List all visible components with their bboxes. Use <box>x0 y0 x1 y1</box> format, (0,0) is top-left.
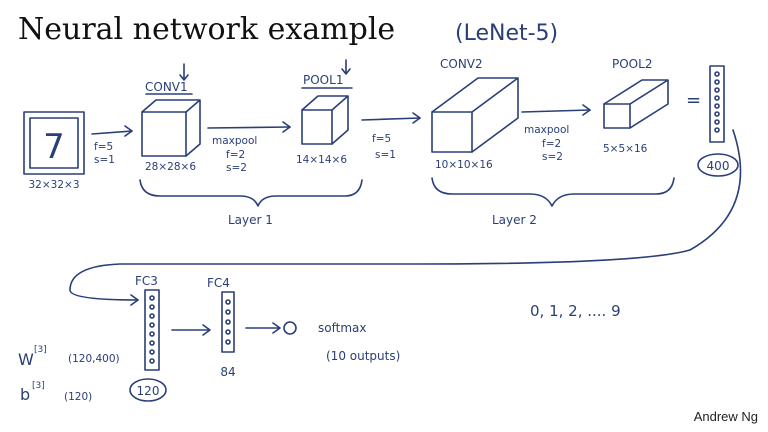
subtitle: (LeNet-5) <box>455 21 558 46</box>
flatten-equals: = <box>686 90 701 111</box>
layer2-label: Layer 2 <box>492 213 537 227</box>
bias-superscript: [3] <box>32 381 45 391</box>
input-dims: 32×32×3 <box>29 179 80 191</box>
softmax-outputs: (10 outputs) <box>326 349 400 363</box>
arrow-conv1-pool1: maxpool f=2 s=2 <box>207 121 291 174</box>
pool2-label: POOL2 <box>612 57 652 71</box>
pool2-stride: s=2 <box>542 151 563 163</box>
bias-shape: (120) <box>64 391 92 403</box>
layer2-brace: Layer 2 <box>431 177 675 227</box>
weight-symbol: W <box>18 350 34 369</box>
pool2-filter: f=2 <box>542 138 561 150</box>
fc3-params: W [3] (120,400) b [3] (120) <box>18 345 120 404</box>
fc3-size: 120 <box>137 384 160 398</box>
output-node <box>283 321 297 335</box>
layer1-label: Layer 1 <box>228 213 273 227</box>
input-image: 7 32×32×3 <box>23 111 85 191</box>
conv2-label: CONV2 <box>440 57 483 71</box>
flatten-vector: = 400 <box>686 65 739 177</box>
pool1-volume: POOL1 14×14×6 <box>296 59 353 166</box>
pool2-volume: POOL2 5×5×16 <box>603 57 669 155</box>
fc3-label: FC3 <box>135 274 158 288</box>
weight-shape: (120,400) <box>68 353 120 365</box>
pool1-stride: s=2 <box>226 162 247 174</box>
fc4-vector: FC4 84 <box>207 276 236 379</box>
pool1-filter: f=2 <box>226 149 245 161</box>
author-credit: Andrew Ng <box>693 409 758 424</box>
pool2-op: maxpool <box>524 124 569 136</box>
arrow-pool1-conv2: f=5 s=1 <box>361 112 421 161</box>
output-range: 0, 1, 2, .... 9 <box>530 302 621 320</box>
flatten-size: 400 <box>707 159 730 173</box>
arrow-input-conv1: f=5 s=1 <box>91 125 133 166</box>
fc4-label: FC4 <box>207 276 230 290</box>
fc4-size: 84 <box>220 365 235 379</box>
slide-title: Neural network example <box>18 12 396 47</box>
conv2-stride: s=1 <box>375 149 396 161</box>
pool1-dims: 14×14×6 <box>296 154 347 166</box>
conv1-volume: CONV1 28×28×6 <box>141 63 201 173</box>
conv2-volume: CONV2 10×10×16 <box>431 57 519 171</box>
conv1-label: CONV1 <box>145 80 188 94</box>
arrow-conv2-pool2: maxpool f=2 s=2 <box>521 104 591 163</box>
conv1-filter: f=5 <box>94 141 113 153</box>
pool1-label: POOL1 <box>303 73 343 87</box>
layer1-brace: Layer 1 <box>139 179 363 227</box>
bias-symbol: b <box>20 385 30 404</box>
input-digit: 7 <box>43 127 65 167</box>
softmax-label: softmax <box>318 321 366 335</box>
weight-superscript: [3] <box>34 345 47 355</box>
pool2-dims: 5×5×16 <box>603 143 648 155</box>
conv1-stride: s=1 <box>94 154 115 166</box>
fc3-vector: FC3 120 <box>129 274 167 402</box>
pool1-op: maxpool <box>212 135 257 147</box>
conv2-dims: 10×10×16 <box>435 159 493 171</box>
conv1-dims: 28×28×6 <box>145 161 196 173</box>
connector-curve <box>69 129 742 301</box>
conv2-filter: f=5 <box>372 133 391 145</box>
